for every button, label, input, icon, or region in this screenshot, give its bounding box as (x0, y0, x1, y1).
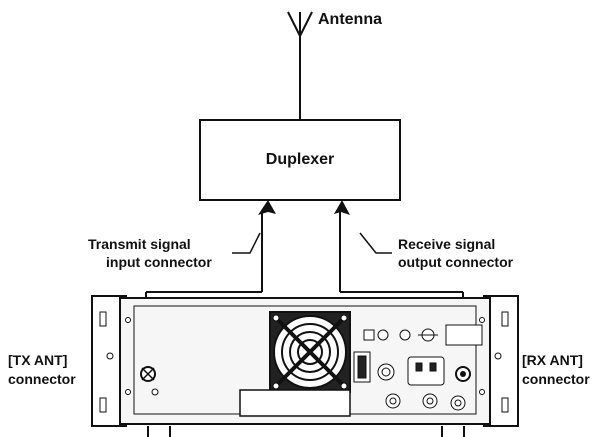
rx-ant-label-line2: connector (522, 371, 590, 387)
rx-signal-label-line1: Receive signal (398, 236, 496, 252)
rx-ant-connector (455, 366, 471, 382)
tx-ant-connector (140, 366, 159, 396)
rack-feet (147, 426, 465, 437)
duplexer-label: Duplexer (265, 151, 335, 168)
panel-controls (353, 324, 483, 411)
rx-signal-label-line2: output connector (398, 254, 514, 270)
tx-arrow-icon (258, 200, 276, 215)
tx-signal-label-line2: input connector (106, 254, 212, 270)
antenna-label: Antenna (318, 11, 382, 28)
rx-signal-leader (359, 232, 392, 254)
label-plate (239, 389, 351, 417)
antenna-icon (287, 11, 313, 120)
rx-ant-label-line1: [RX ANT] (522, 352, 583, 368)
tx-ant-label-line2: connector (8, 371, 76, 387)
fan-grille-icon (269, 311, 351, 393)
rx-arrow-icon (334, 200, 350, 215)
tx-signal-label-line1: Transmit signal (88, 236, 191, 252)
tx-ant-label-line1: [TX ANT] (8, 352, 68, 368)
tx-signal-leader (232, 232, 261, 254)
duplexer-box (199, 119, 401, 201)
